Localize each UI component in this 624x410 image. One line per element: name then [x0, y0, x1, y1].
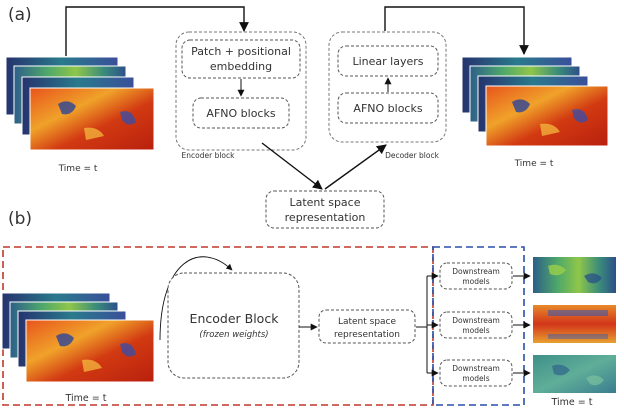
latent-box-a: [265, 190, 385, 229]
downstream-model-2-line2: models: [462, 326, 489, 335]
downstream-model-2-line1: Downstream: [452, 316, 500, 325]
frozen-loop-arrow: [159, 256, 233, 341]
input-time-label-a: Time = t: [58, 164, 98, 174]
patch-embedding-line1: Patch + positional: [191, 45, 291, 58]
output-map-3: [533, 355, 616, 393]
decoder-block-caption: Decoder block: [385, 151, 440, 160]
input-to-encoder-arrow: [65, 6, 249, 56]
part-a-label: (a): [8, 5, 32, 25]
encoder-to-latent-arrow: [261, 142, 323, 190]
latent-line1-b: Latent space: [338, 317, 397, 327]
output-time-label-b: Time = t: [551, 397, 593, 408]
linear-layers-label: Linear layers: [352, 55, 423, 68]
encoder-block-caption: Encoder block: [182, 151, 236, 160]
downstream-model-box-1: [439, 262, 513, 290]
encoder-block-b: [167, 272, 300, 379]
output-map-1: [533, 257, 616, 293]
encoder-afno-box: [192, 97, 290, 129]
output-map-stack-a: [461, 56, 609, 147]
latent-line2-a: representation: [285, 211, 366, 224]
encoder-afno-label: AFNO blocks: [206, 107, 275, 120]
linear-layers-box: [337, 45, 439, 77]
downstream-model-1-line1: Downstream: [452, 267, 500, 276]
encoder-block-a: [175, 31, 307, 151]
decoder-to-output-arrow: [384, 6, 529, 55]
decoder-block-a: [328, 31, 447, 143]
part-b-label: (b): [8, 209, 32, 229]
latent-line1-a: Latent space: [289, 196, 360, 209]
downstream-model-box-3: [439, 359, 513, 387]
input-time-label-b: Time = t: [65, 393, 107, 404]
decoder-afno-box: [337, 92, 439, 124]
latent-box-b: [318, 309, 416, 344]
latent-to-decoder-arrow: [324, 144, 387, 190]
downstream-model-3-line2: models: [462, 374, 489, 383]
latent-line2-b: representation: [334, 330, 400, 340]
downstream-model-box-2: [439, 311, 513, 339]
downstream-model-3-line1: Downstream: [452, 364, 500, 373]
encoder-block-b-subtitle: (frozen weights): [199, 330, 268, 340]
downstream-model-1-line2: models: [462, 277, 489, 286]
patch-embedding-box: [181, 39, 301, 79]
decoder-afno-label: AFNO blocks: [353, 102, 422, 115]
encoder-block-b-title: Encoder Block: [190, 311, 280, 326]
input-map-stack-a: [5, 56, 155, 151]
input-map-stack-b: [1, 292, 155, 383]
patch-embedding-line2: embedding: [210, 60, 272, 73]
output-time-label-a: Time = t: [514, 159, 554, 169]
output-map-2: [533, 305, 616, 343]
